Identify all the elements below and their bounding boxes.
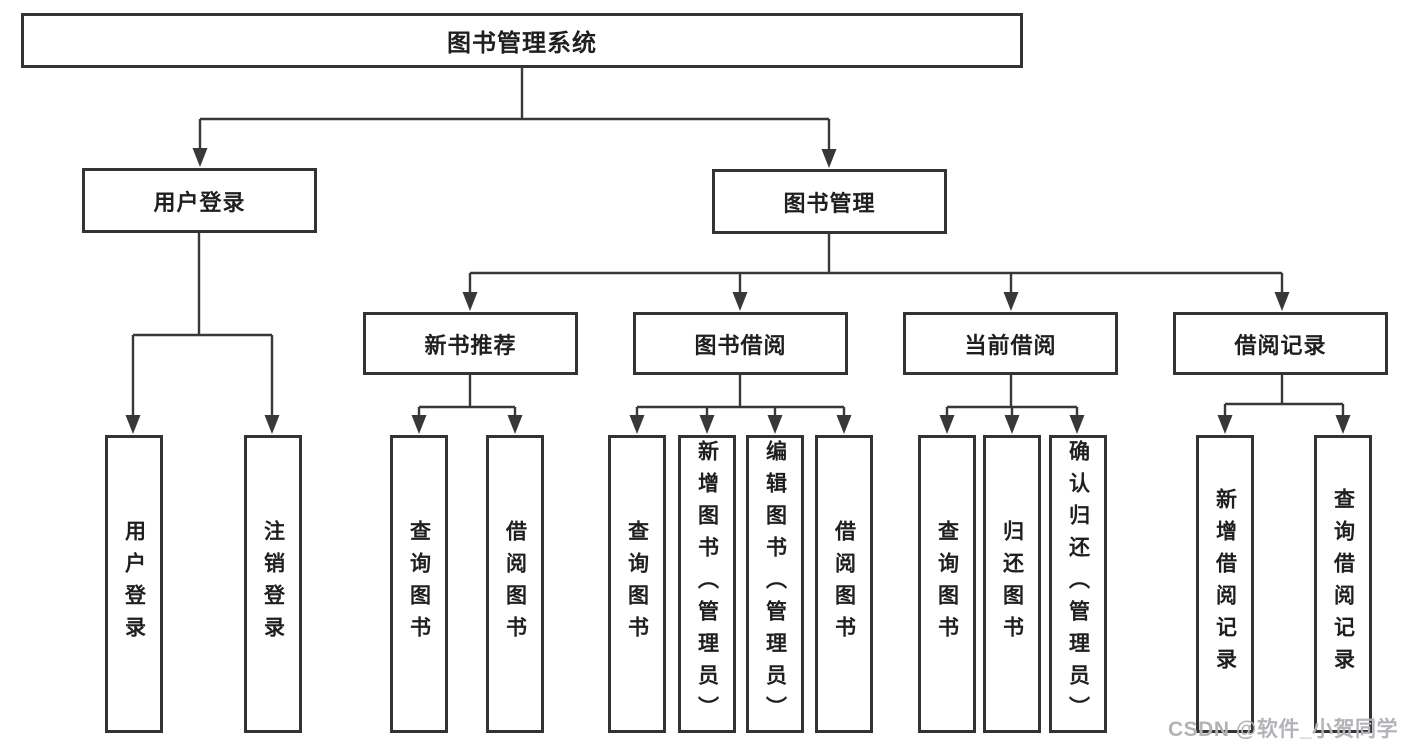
node-new-book-recommend-label: 新书推荐 (424, 332, 517, 358)
watermark: CSDN @软件_小贺同学 (1168, 718, 1398, 741)
leaf-query-books-recommend-label: 查询图书 (407, 520, 431, 648)
node-book-borrow-label: 图书借阅 (694, 332, 787, 358)
node-current-borrow-label: 当前借阅 (964, 332, 1057, 358)
leaf-query-books-current-label: 查询图书 (935, 520, 959, 648)
leaf-user-login-label: 用户登录 (122, 520, 146, 648)
connector-root-to-level2 (198, 68, 831, 152)
leaf-confirm-return-admin-label: 确认归还（管理员） (1066, 440, 1090, 728)
node-borrow-records: 借阅记录 (1173, 312, 1388, 375)
leaf-add-borrow-record: 新增借阅记录 (1196, 435, 1254, 733)
leaf-add-book-admin-label: 新增图书（管理员） (695, 440, 719, 728)
connector-book-management-children (468, 234, 1284, 295)
leaf-edit-book-admin-label: 编辑图书（管理员） (763, 440, 787, 728)
leaf-borrow-books-label: 借阅图书 (832, 520, 856, 648)
leaf-edit-book-admin: 编辑图书（管理员） (746, 435, 804, 733)
leaf-borrow-books-recommend-label: 借阅图书 (503, 520, 527, 648)
leaf-borrow-books-recommend: 借阅图书 (486, 435, 544, 733)
node-new-book-recommend: 新书推荐 (363, 312, 578, 375)
node-root: 图书管理系统 (21, 13, 1023, 68)
leaf-query-borrow-record-label: 查询借阅记录 (1331, 488, 1355, 680)
leaf-query-books-borrow: 查询图书 (608, 435, 666, 733)
connector-user-login-children (131, 233, 274, 418)
leaf-add-book-admin: 新增图书（管理员） (678, 435, 736, 733)
leaf-return-book: 归还图书 (983, 435, 1041, 733)
node-book-borrow: 图书借阅 (633, 312, 848, 375)
leaf-user-login: 用户登录 (105, 435, 163, 733)
node-user-login: 用户登录 (82, 168, 317, 233)
leaf-logout-label: 注销登录 (261, 520, 285, 648)
connector-book-borrow-children (635, 375, 846, 418)
leaf-return-book-label: 归还图书 (1000, 520, 1024, 648)
node-book-management-label: 图书管理 (783, 190, 876, 216)
node-current-borrow: 当前借阅 (903, 312, 1118, 375)
node-book-management: 图书管理 (712, 169, 947, 234)
node-user-login-label: 用户登录 (153, 189, 246, 215)
connector-new-book-recommend-children (417, 375, 517, 418)
node-borrow-records-label: 借阅记录 (1234, 332, 1327, 358)
leaf-confirm-return-admin: 确认归还（管理员） (1049, 435, 1107, 733)
leaf-logout: 注销登录 (244, 435, 302, 733)
leaf-query-borrow-record: 查询借阅记录 (1314, 435, 1372, 733)
leaf-add-borrow-record-label: 新增借阅记录 (1213, 488, 1237, 680)
connector-current-borrow-children (945, 375, 1079, 418)
connector-borrow-records-children (1223, 375, 1345, 418)
leaf-query-books-recommend: 查询图书 (390, 435, 448, 733)
leaf-borrow-books: 借阅图书 (815, 435, 873, 733)
node-root-label: 图书管理系统 (447, 30, 597, 57)
leaf-query-books-current: 查询图书 (918, 435, 976, 733)
leaf-query-books-borrow-label: 查询图书 (625, 520, 649, 648)
